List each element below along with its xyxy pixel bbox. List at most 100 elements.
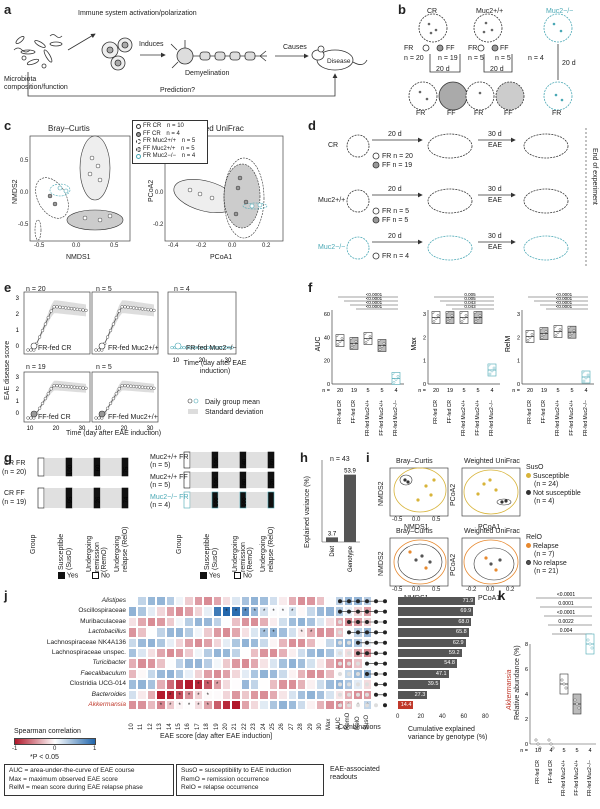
j-heat-cell [278, 627, 288, 638]
d-fr-cr: FR n = 20 [382, 153, 413, 160]
g-flow [246, 472, 268, 488]
c-ytick-l2: -0.5 [18, 222, 29, 228]
j-heat-cell: * [203, 679, 213, 690]
j-heat-cell [174, 596, 185, 607]
j-cum-bar [398, 649, 462, 658]
b-n-wt: n = 5 [468, 55, 484, 62]
j-combination-dot [347, 682, 351, 687]
e-mean-point [26, 416, 30, 420]
e-ytick: 1 [16, 328, 20, 334]
g-value: 74 [124, 496, 130, 503]
k-point [547, 738, 551, 742]
j-heat-cell [193, 647, 204, 659]
j-heat-cell [146, 647, 157, 659]
j-heat-cell: * [259, 606, 269, 617]
g-value: 75 [124, 466, 130, 473]
j-heat-cell [221, 637, 232, 648]
c-ordination-plots [29, 135, 284, 242]
c-ytick-l0: 0.5 [20, 158, 29, 164]
k-point [562, 682, 566, 686]
j-sig: *P < 0.05 [30, 754, 59, 761]
f-point [363, 332, 367, 335]
d-fr-wt: FR n = 5 [382, 208, 410, 215]
c-ytick-r1: 0.0 [155, 190, 164, 196]
f-group-label: FR-fed CR [337, 400, 343, 424]
j-heat-cell [212, 668, 222, 680]
g-value: 60 [96, 464, 102, 471]
j-heat-cell [231, 689, 241, 700]
j-heat-cell [128, 668, 138, 680]
j-heat-cell [287, 596, 298, 607]
c-title-left: Bray–Curtis [48, 124, 90, 133]
f-point [460, 320, 464, 323]
i-xt-3: -0.5 [392, 587, 403, 593]
f-point [350, 346, 354, 349]
j-heat-cell [156, 606, 166, 617]
f-group-label: FR-fed Muc2+/+ [461, 400, 467, 436]
j-heat-cell [250, 627, 260, 638]
f-ytick: 0 [327, 382, 330, 388]
panel-letter-k: k [498, 588, 506, 603]
j-heat-cell [240, 699, 251, 711]
panel-letter-b: b [398, 2, 406, 17]
e-mean-point [146, 308, 150, 312]
e-mean-point [29, 348, 33, 352]
j-heat-cell [315, 606, 326, 617]
e-mean-point [78, 308, 82, 312]
j-heat-cell: * [287, 606, 298, 617]
f-point [396, 375, 400, 378]
j-xlabel: EAE score [day after EAE induction] [160, 733, 273, 740]
k-point [590, 646, 594, 650]
j-cum-bar [398, 617, 472, 627]
c-title-right: Weighted UniFrac [180, 124, 244, 133]
j-heat-cell [268, 689, 279, 700]
e-mean-point [114, 392, 118, 396]
f-n: 5 [462, 388, 465, 394]
j-combination-dot [338, 703, 342, 708]
b-n-ko: n = 4 [528, 55, 544, 62]
f-point [476, 317, 480, 320]
i-xt-6: -0.2 [466, 587, 477, 593]
g-flow [44, 488, 66, 508]
f-point [352, 343, 356, 346]
g-stratum [267, 451, 275, 469]
panel-letter-e: e [4, 280, 12, 295]
f-point [377, 339, 381, 342]
k-n: 4 [588, 748, 591, 754]
f-point [349, 337, 353, 340]
d-fr-ko: FR n = 4 [382, 253, 410, 260]
j-combination-dot [347, 703, 351, 708]
h-bar-label: Genotype [348, 545, 354, 572]
h-bar [344, 474, 356, 542]
f-group-label: FR-fed Muc2−/− [489, 400, 495, 436]
j-heat-cell [146, 679, 157, 690]
e-mean-point [108, 328, 113, 333]
g-flow [246, 492, 268, 508]
k-point [586, 638, 590, 642]
g-value: 100 [214, 477, 220, 486]
b-muc-ko: Muc2−/− [546, 8, 574, 15]
k-point [536, 742, 540, 746]
j-heat-cell [165, 616, 175, 628]
e-mean-point [134, 385, 139, 389]
e-xtick: 30 [79, 426, 86, 432]
j-heat-cell [128, 689, 138, 700]
i-ylabel-3: NMDS2 [378, 551, 385, 576]
e-legend-sd-icon [188, 409, 198, 414]
e-mean-point [149, 308, 153, 312]
g-stratum [267, 471, 275, 489]
e-xlabel: Time (day after EAE induction) [66, 430, 162, 437]
e-mean-point [66, 385, 71, 389]
c-xtick-l2: 0.5 [110, 243, 119, 249]
j-heat-cell [174, 606, 185, 617]
c-ytick-l1: 0.0 [20, 190, 29, 196]
legend-marker-icon [136, 124, 141, 130]
e-sd-band [28, 380, 86, 418]
g-stratum [267, 491, 275, 509]
j-heat-cell [212, 627, 222, 638]
j-heat-cell [137, 658, 147, 669]
j-taxon-label: Lactobacillus [88, 628, 126, 636]
